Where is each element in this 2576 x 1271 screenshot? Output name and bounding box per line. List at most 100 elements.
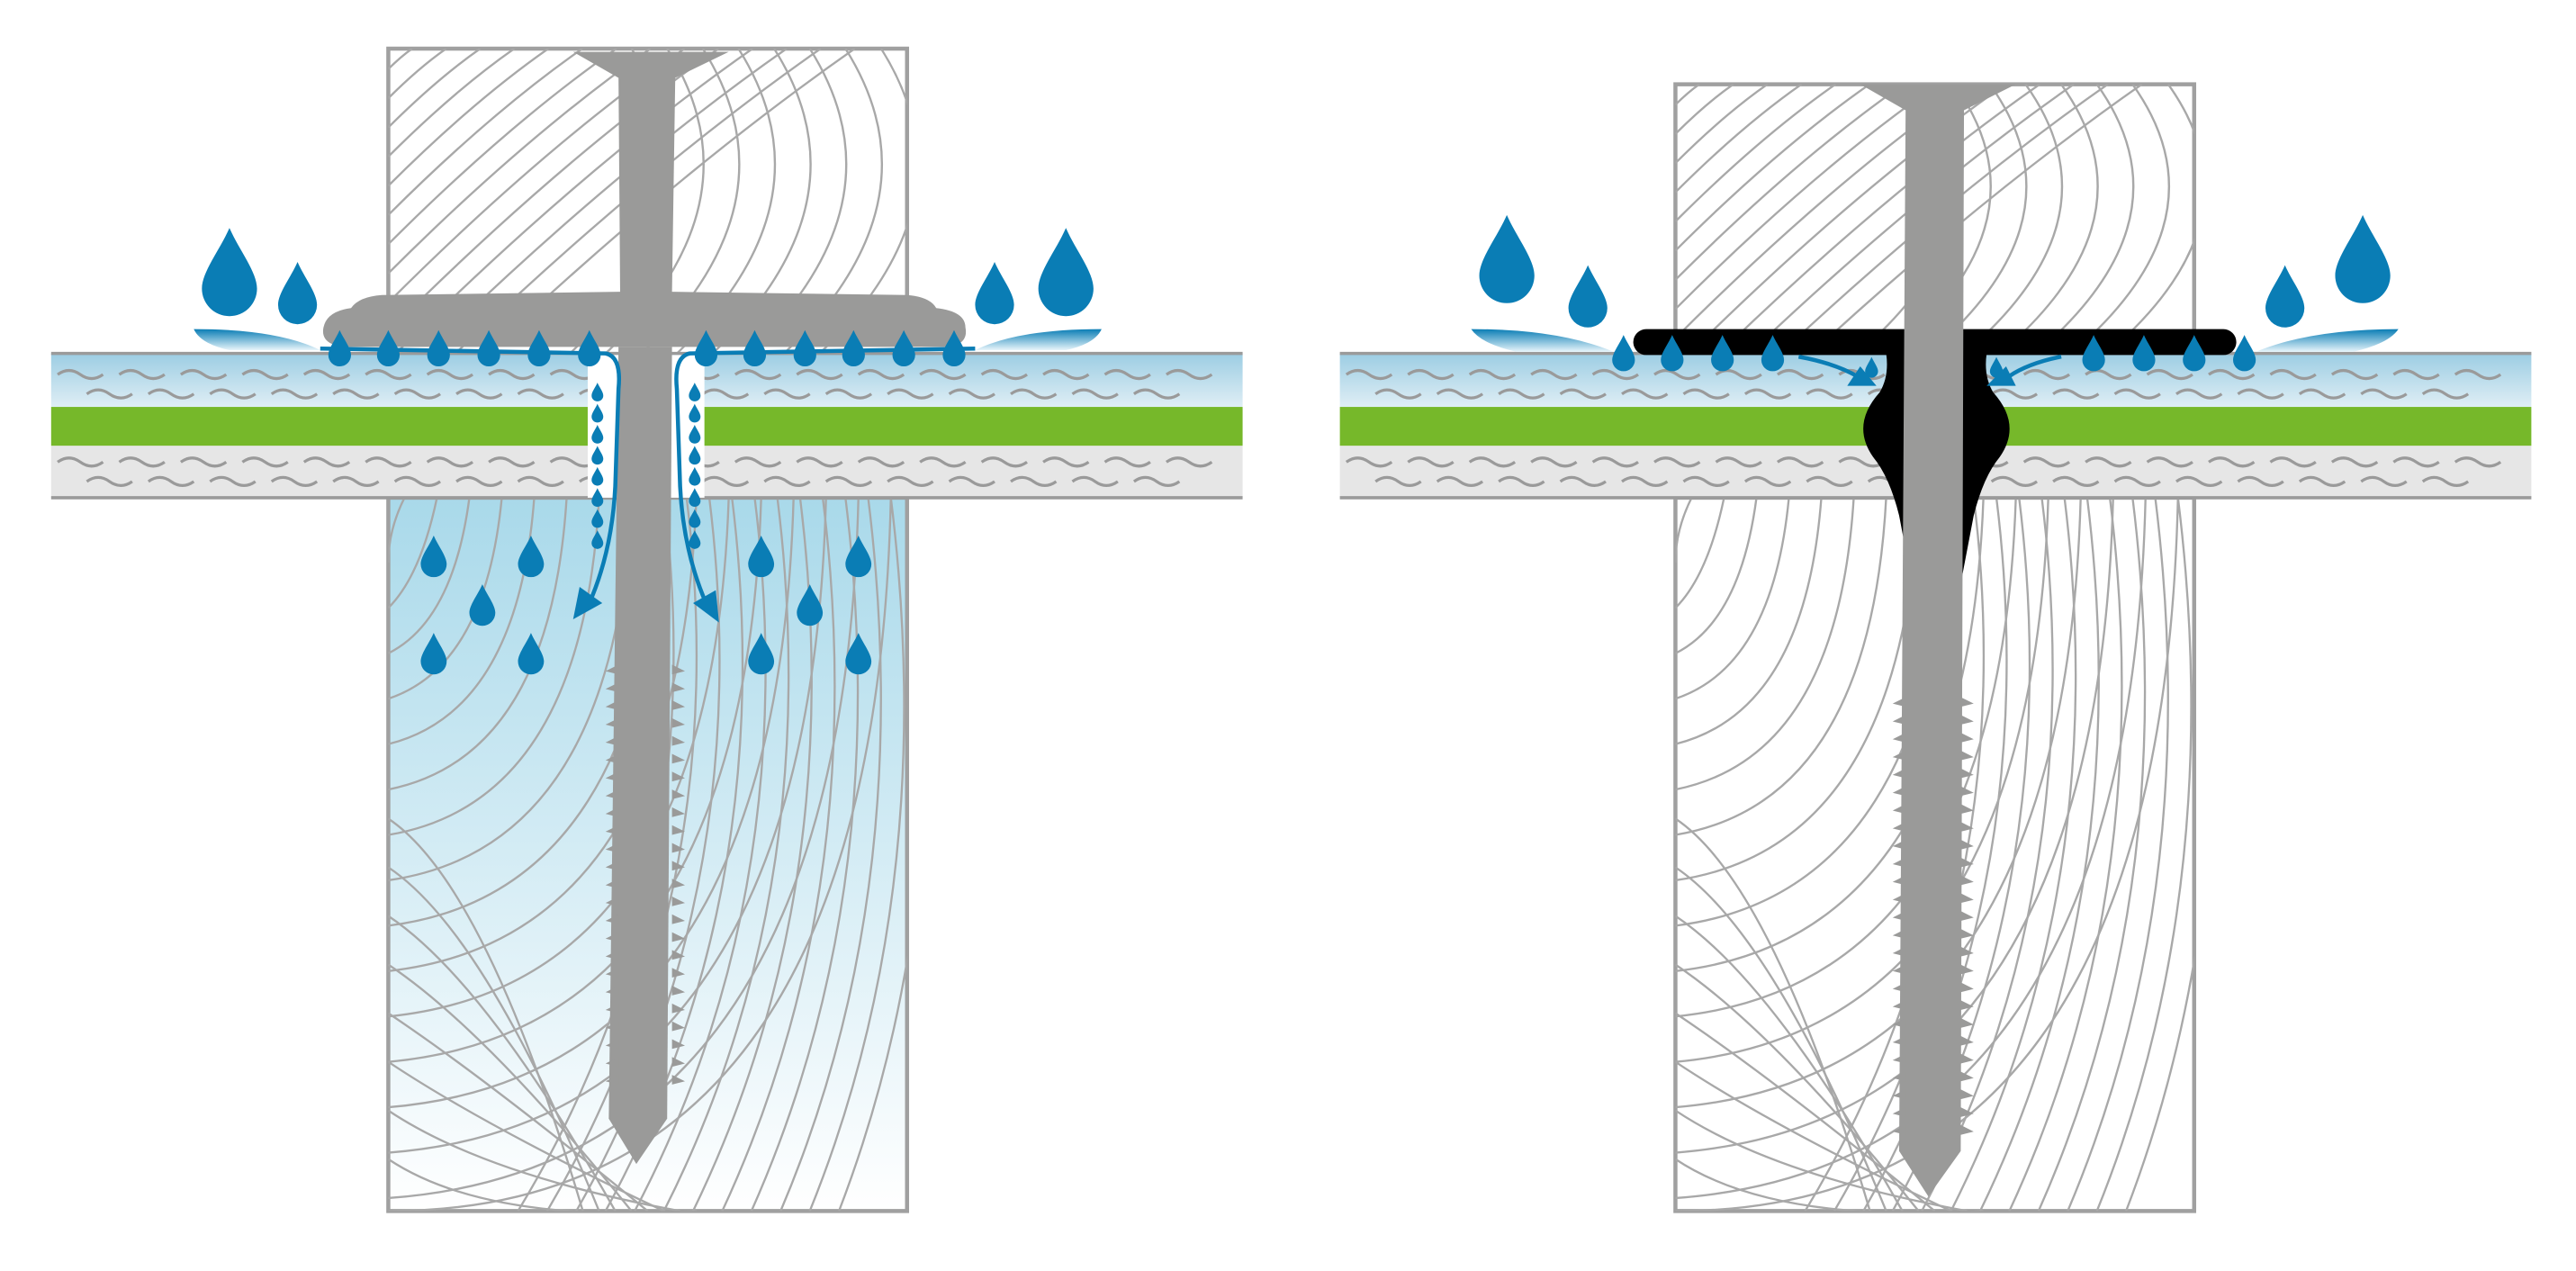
screw-thread bbox=[1960, 893, 1974, 904]
panel-without-seal bbox=[50, 46, 1243, 1213]
membrane-wave bbox=[1042, 368, 1090, 381]
screw-thread bbox=[671, 1021, 686, 1032]
screw-thread bbox=[1892, 1089, 1906, 1100]
water-drop bbox=[527, 329, 551, 367]
membrane-wave bbox=[734, 368, 782, 381]
screw-thread bbox=[605, 1003, 619, 1014]
membrane-wave bbox=[2208, 456, 2256, 468]
screw-thread bbox=[671, 879, 686, 888]
screw-thread bbox=[671, 986, 686, 996]
screw-thread bbox=[605, 753, 619, 764]
membrane-wave bbox=[1042, 456, 1090, 468]
wood-grain-line bbox=[388, 1158, 697, 1212]
water-drop bbox=[2183, 335, 2206, 372]
water-drop bbox=[1038, 228, 1094, 317]
membrane-wave bbox=[86, 388, 133, 400]
membrane-wave bbox=[1838, 456, 1886, 468]
screw-thread bbox=[671, 968, 686, 978]
wood-grain-line bbox=[750, 497, 860, 1212]
membrane-wave bbox=[1436, 475, 1484, 488]
membrane-wave bbox=[1682, 388, 1730, 400]
wood-grain-line bbox=[388, 497, 471, 654]
wood-grain-line bbox=[388, 49, 447, 99]
screw-thread bbox=[1892, 857, 1906, 868]
water-drop bbox=[942, 329, 966, 367]
membrane-wave bbox=[365, 456, 412, 468]
membrane-wave bbox=[1132, 388, 1181, 400]
membrane-wave bbox=[1621, 475, 1669, 488]
screw-thread bbox=[671, 1039, 686, 1050]
membrane-wave bbox=[948, 475, 995, 488]
screw-thread bbox=[605, 861, 619, 871]
wood-grain-line bbox=[1675, 84, 1734, 135]
membrane-wave bbox=[2175, 475, 2223, 488]
water-drop bbox=[743, 329, 767, 367]
water-drop bbox=[1612, 335, 1635, 372]
water-drop bbox=[277, 262, 318, 325]
membrane-wave bbox=[1071, 388, 1119, 400]
screw-thread bbox=[671, 717, 686, 728]
wood-grain-line bbox=[388, 49, 549, 187]
membrane-wave bbox=[796, 368, 843, 381]
membrane-wave bbox=[302, 456, 351, 468]
membrane-wave bbox=[2052, 388, 2100, 400]
wood-grain-line bbox=[1675, 497, 2147, 1200]
wood-grain-line bbox=[388, 915, 617, 1212]
membrane-wave bbox=[179, 368, 228, 381]
water-drop bbox=[689, 488, 701, 507]
membrane-wave bbox=[2085, 456, 2132, 468]
wood-grain-line bbox=[1675, 497, 2179, 1212]
water-drop bbox=[477, 329, 500, 367]
membrane-wave bbox=[332, 388, 380, 400]
wood-grain-line bbox=[1675, 84, 1803, 194]
screw-thread bbox=[1960, 875, 1974, 886]
wood-grain-line bbox=[634, 497, 767, 1212]
screw-thread bbox=[605, 1057, 619, 1068]
screw-thread bbox=[1960, 1053, 1974, 1064]
screw-thread bbox=[671, 753, 686, 764]
membrane-wave bbox=[2360, 475, 2408, 488]
membrane-wave bbox=[796, 456, 843, 468]
screw-thread bbox=[605, 771, 619, 782]
membrane-wave bbox=[1132, 475, 1181, 488]
membrane-wave bbox=[2146, 368, 2193, 381]
membrane-wave bbox=[57, 456, 104, 468]
membrane-wave bbox=[2421, 475, 2470, 488]
screw-thread bbox=[671, 807, 686, 817]
wood-grain-line bbox=[1675, 84, 1769, 165]
wood-grain-line bbox=[1675, 497, 1823, 745]
water-drop bbox=[892, 329, 915, 367]
screw-thread bbox=[1892, 893, 1906, 904]
wood-grain-line bbox=[1924, 84, 2028, 357]
wood-grain-line bbox=[1675, 497, 1855, 791]
water-drop bbox=[689, 425, 701, 444]
screw-thread bbox=[1960, 715, 1974, 726]
membrane-wave bbox=[1776, 368, 1824, 381]
wood-grain-line bbox=[1675, 84, 1870, 252]
water-puddle-right bbox=[2256, 329, 2399, 352]
screw-thread bbox=[671, 1075, 686, 1085]
screw-thread bbox=[671, 914, 686, 924]
screw-thread bbox=[1892, 1071, 1906, 1082]
wood-grain-line bbox=[1675, 1109, 1968, 1212]
membrane-wave bbox=[1653, 456, 1701, 468]
membrane-wave bbox=[1806, 475, 1853, 488]
wood-grain-line bbox=[388, 49, 617, 246]
water-drop bbox=[591, 488, 604, 507]
water-drop bbox=[748, 633, 775, 675]
screw-thread bbox=[605, 879, 619, 888]
screw-thread bbox=[671, 789, 686, 799]
screw-thread bbox=[1892, 982, 1906, 993]
wood-grain-line bbox=[1675, 84, 1700, 106]
water-drop bbox=[578, 329, 601, 367]
screw-thread bbox=[605, 700, 619, 710]
wood-grain-line bbox=[545, 497, 698, 1212]
screw-thread bbox=[605, 843, 619, 853]
wood-grain-line bbox=[388, 866, 600, 1212]
membrane-wave bbox=[1165, 456, 1213, 468]
screw-thread bbox=[1892, 964, 1906, 975]
membrane-wave bbox=[1407, 368, 1455, 381]
water-drop bbox=[694, 329, 718, 367]
wood-grain-line bbox=[2095, 497, 2193, 1212]
water-drop bbox=[518, 536, 545, 578]
